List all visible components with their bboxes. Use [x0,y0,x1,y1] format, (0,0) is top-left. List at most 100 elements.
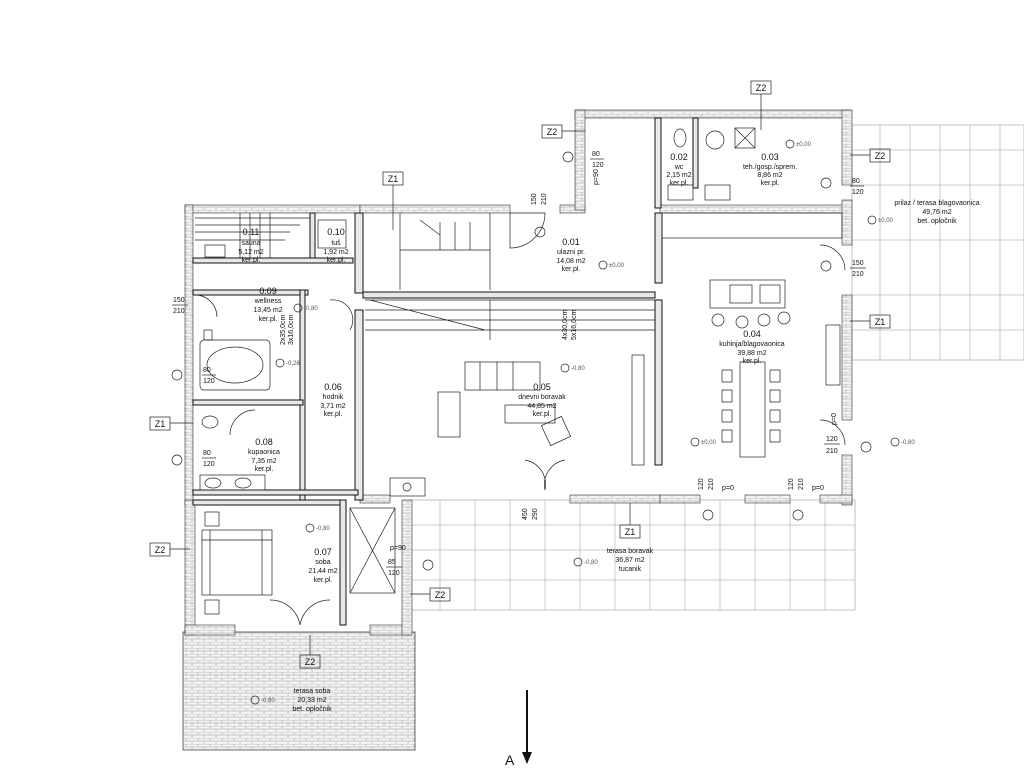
living-furniture [389,354,645,497]
room-finish: ker.pl. [259,316,278,323]
svg-text:150: 150 [531,193,538,205]
room-number: 0.09 [259,286,277,296]
kitchen-furniture [661,212,843,458]
level-marker: -0,80 [305,523,330,533]
level-marker: -0,80 [293,303,318,313]
terrace-finish: bet. opločnik [292,706,332,713]
svg-text:450: 450 [522,508,529,520]
room-area: 39,88 m2 [737,350,766,357]
room-finish: ker.pl. [761,180,780,187]
svg-text:-0,80: -0,80 [316,526,330,532]
svg-text:Z2: Z2 [875,151,886,161]
svg-text:p=90: p=90 [593,169,600,185]
room-finish: ker.pl. [314,577,333,584]
room-number: 0.07 [314,547,332,557]
room-area: 3,71 m2 [320,403,345,410]
svg-text:p=0: p=0 [722,485,734,492]
svg-text:290: 290 [532,508,539,520]
bedroom-furniture [201,507,396,615]
room-name: kupaonica [248,449,280,456]
zone-tag: Z2 [541,124,585,139]
room-labels: 0.11 sauna 5,12 m2 ker.pl. 0.10 tuš 1,92… [238,152,797,584]
terrace-room-paving [182,631,416,751]
wc-tech-fixtures [667,127,756,201]
svg-text:2x35,0cm: 2x35,0cm [280,314,287,345]
room-finish: ker.pl. [327,257,346,264]
svg-text:±0,00: ±0,00 [878,218,894,224]
zone-tag: Z2 [299,635,321,669]
stair-notes: 4x30,0cm 5x16,0cm 2x35,0cm 3x16,0cm [280,309,578,345]
svg-text:120: 120 [592,162,604,169]
terrace-area: 49,76 m2 [922,209,951,216]
svg-text:80: 80 [592,151,600,158]
svg-text:4x30,0cm: 4x30,0cm [562,309,569,340]
svg-text:120: 120 [203,378,215,385]
svg-text:120: 120 [388,570,400,577]
svg-text:±0,00: ±0,00 [701,440,717,446]
room-area: 8,86 m2 [757,172,782,179]
terrace-finish: bet. opločnik [917,218,957,225]
svg-text:Z2: Z2 [435,590,446,600]
terrace-area: 36,87 m2 [615,557,644,564]
room-name: teh./gosp./sprem. [743,164,797,171]
room-number: 0.01 [562,237,580,247]
terrace-living-grid [409,499,856,611]
room-area: 14,08 m2 [556,258,585,265]
room-number: 0.06 [324,382,342,392]
svg-text:Z2: Z2 [756,83,767,93]
room-number: 0.11 [243,227,260,237]
terrace-labels: prilaz / terasa blagovaonica 49,76 m2 be… [292,200,979,713]
room-area: 21,44 m2 [308,568,337,575]
room-finish: ker.pl. [562,266,581,273]
room-finish: ker.pl. [255,466,274,473]
svg-text:80: 80 [852,178,860,185]
svg-text:Z1: Z1 [625,527,636,537]
svg-text:-0,80: -0,80 [304,306,318,312]
svg-text:85: 85 [388,559,396,566]
svg-text:p=0: p=0 [812,485,824,492]
svg-text:3x16,0cm: 3x16,0cm [288,314,295,345]
room-number: 0.05 [533,382,551,392]
room-finish: ker.pl. [533,411,552,418]
level-marker: ±0,00 [785,139,812,149]
terrace-name: terasa boravak [607,548,654,555]
room-name: soba [315,559,330,566]
level-marker: ±0,00 [867,215,894,225]
staircase [365,213,655,340]
room-finish: ker.pl. [743,358,762,365]
room-name: wc [674,164,684,171]
room-finish: ker.pl. [242,257,261,264]
level-marker: -0,80 [560,363,585,373]
room-name: wellness [254,298,282,305]
interior-walls [192,117,699,626]
level-marker: ±0,00 [598,260,625,270]
room-number: 0.03 [761,152,779,162]
svg-text:Z1: Z1 [388,174,399,184]
room-number: 0.08 [255,437,273,447]
svg-text:80: 80 [203,450,211,457]
room-name: kuhinja/blagovaonica [719,341,784,348]
room-number: 0.10 [327,227,345,237]
room-area: 13,45 m2 [253,307,282,314]
level-marker: -0,80 [573,557,598,567]
room-area: 7,35 m2 [251,458,276,465]
level-marker: -0,26 [275,358,300,368]
door-swings [194,212,846,626]
zone-tags: Z1 Z2 Z2 Z2 Z1 Z1 Z2 Z1 Z2 Z2 [149,80,891,669]
svg-text:120: 120 [852,189,864,196]
room-area: 2,15 m2 [666,172,691,179]
svg-text:210: 210 [541,193,548,205]
zone-tag: Z1 [382,171,404,230]
zone-tag: Z2 [149,542,190,557]
svg-text:120: 120 [788,478,795,490]
room-name: sauna [241,240,260,247]
svg-text:-0,80: -0,80 [901,440,915,446]
room-finish: ker.pl. [324,411,343,418]
room-number: 0.04 [743,329,761,339]
zone-tag: Z2 [750,80,772,130]
svg-text:Z2: Z2 [155,545,166,555]
svg-text:Z2: Z2 [547,127,558,137]
svg-text:±0,00: ±0,00 [796,142,812,148]
section-label: A [505,752,515,768]
zone-tag: Z2 [410,587,451,602]
